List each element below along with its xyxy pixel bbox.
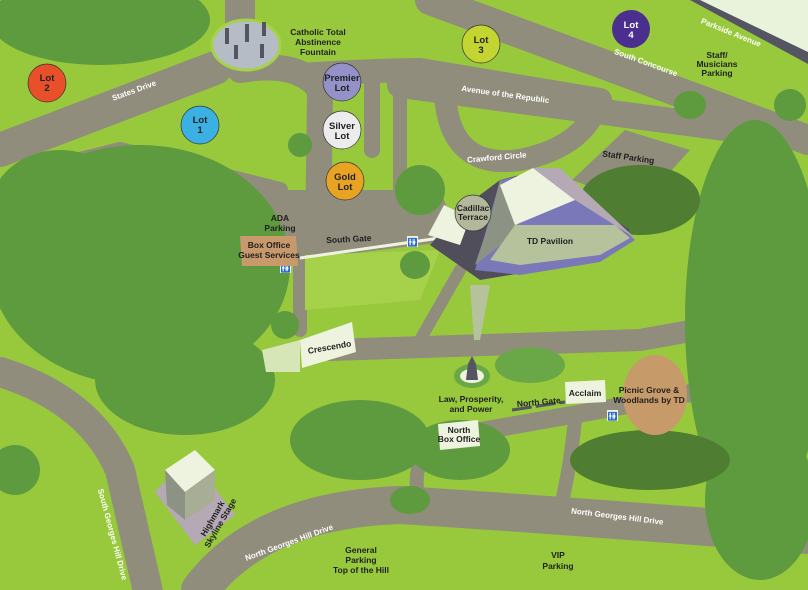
restroom-icon: 🚻	[280, 262, 291, 273]
law-prosperity-power-label: Law, Prosperity,and Power	[439, 394, 504, 414]
restroom-icon: 🚻	[407, 236, 418, 247]
south-concourse-road	[415, 0, 808, 155]
acclaim-sign	[565, 380, 606, 404]
states-drive-road	[0, 51, 232, 167]
north-box-office-sign	[438, 420, 480, 450]
lawn-path	[414, 264, 466, 346]
crescendo-lawn	[262, 340, 300, 372]
parkside-sidewalk	[700, 0, 808, 52]
svg-text:🚻: 🚻	[281, 263, 291, 273]
fountain-east-road	[288, 58, 612, 112]
north-gate-line	[511, 400, 566, 412]
pavilion-walkway	[470, 285, 490, 340]
east-path	[553, 413, 582, 517]
north-gate-label: North Gate	[516, 395, 561, 409]
picnic-grove-area	[623, 355, 687, 435]
svg-text:🚻: 🚻	[408, 237, 418, 247]
crawford-circle-road	[434, 84, 601, 173]
picnic-grove-label: Picnic Grove &Woodlands by TD	[613, 385, 685, 405]
law-statue	[454, 356, 490, 388]
fountain-statues-icon	[225, 22, 266, 59]
crescendo-sign	[300, 322, 356, 368]
south-georges-hill-road	[0, 357, 164, 590]
restroom-icon: 🚻	[607, 410, 618, 421]
avenue-of-the-republic-road	[387, 72, 753, 143]
highmark-skyline-stage	[155, 450, 235, 545]
svg-text:🚻: 🚻	[608, 411, 618, 421]
td-pavilion-label: TD Pavilion	[527, 236, 573, 246]
acclaim-label: Acclaim	[569, 388, 602, 398]
south-gate-label: South Gate	[326, 233, 372, 245]
box-office-sign	[240, 236, 298, 266]
